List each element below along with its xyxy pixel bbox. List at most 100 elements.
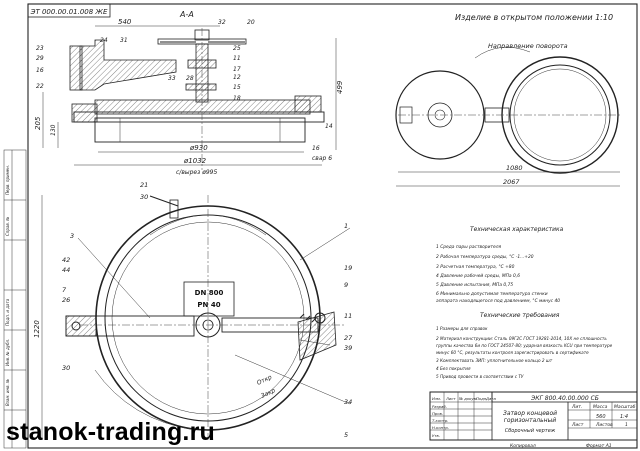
leader-44: 44	[62, 266, 70, 274]
mass-value: 560	[596, 414, 606, 420]
dim-995: с/вырез ø995	[176, 169, 217, 176]
section-label: А-А	[179, 10, 194, 19]
leader-30b: 30	[62, 364, 70, 372]
dim-16: 16	[312, 145, 320, 152]
col-doc: № докум.	[458, 396, 478, 401]
dim-svar: свар 6	[312, 155, 332, 162]
col-sheet: Лист	[445, 396, 456, 401]
open-view-title: Изделие в открытом положении 1:10	[455, 13, 613, 22]
scale-value: 1:4	[620, 414, 628, 420]
leader-42: 42	[62, 256, 70, 264]
leader-16: 16	[36, 67, 44, 74]
title-name-1: Затвор концевой	[503, 410, 557, 417]
leader-18: 18	[233, 95, 241, 102]
sheet-frame	[27, 3, 638, 449]
nameplate	[183, 281, 235, 317]
format-label: Формат А1	[586, 443, 612, 449]
tech-requirements: Технические требования 1 Размеры для спр…	[436, 312, 613, 379]
nameplate-dn: DN 800	[195, 289, 224, 297]
leader-9: 9	[344, 281, 348, 289]
leader-3: 3	[70, 232, 74, 240]
leader-14: 14	[325, 123, 333, 130]
leader-15: 15	[233, 84, 241, 91]
strip-label: Подп. и дата	[5, 298, 10, 326]
leader-32: 32	[218, 19, 226, 26]
tech-line: 2 Рабочая температура среды, °С -1...+20	[436, 254, 534, 260]
leader-23: 23	[36, 45, 44, 52]
leader-26: 26	[62, 296, 70, 304]
strip-label: Справ. №	[5, 217, 10, 236]
mark-close: Закр	[260, 387, 277, 400]
flange-body	[94, 117, 306, 143]
gear-teeth	[299, 313, 317, 323]
leader-29: 29	[36, 55, 44, 62]
req-line: группы качества 6и по ГОСТ 24507-80; уда…	[436, 343, 613, 348]
lit-header: Лит.	[571, 404, 582, 410]
leader-33: 33	[168, 75, 176, 82]
dim-1032: ø1032	[183, 157, 207, 165]
leader-27: 27	[344, 334, 353, 342]
copied-label: Копировал	[510, 443, 536, 449]
leader-7: 7	[62, 286, 67, 294]
dim-130: 130	[50, 124, 57, 136]
dim-1080: 1080	[506, 164, 523, 172]
doc-code-box	[27, 3, 111, 18]
leader-12: 12	[233, 74, 241, 81]
title-code: ЭКГ 800.40.00.000 СБ	[530, 395, 599, 402]
tech-specs: Техническая характеристика 1 Среда пары …	[436, 226, 564, 304]
mass-header: Масса	[593, 404, 608, 410]
req-line: 2 Материал конструкции: Сталь 09Г2С ГОСТ…	[436, 336, 607, 341]
role-approve: Утв.	[432, 433, 440, 438]
leader-21: 21	[140, 181, 148, 189]
mark-open: Откр	[256, 374, 273, 387]
req-line: минус 60 °С, результаты контроля зарегис…	[436, 350, 589, 355]
leader-19: 19	[344, 264, 352, 272]
req-line: 5 Привод провести в соответствии с ТУ	[436, 374, 524, 379]
dim-540: 540	[118, 18, 132, 26]
plan-view: DN 800 PN 40 Откр Закр 1220	[33, 181, 353, 440]
dim-205: 205	[34, 116, 42, 130]
col-sign: Подп.	[476, 396, 488, 401]
role-check: Пров.	[432, 411, 443, 416]
tech-line: 6 Минимально допустимая температура стен…	[436, 291, 548, 297]
tech-line: аппарата находящегося под давлением, °С …	[436, 298, 560, 304]
title-block: ЭКГ 800.40.00.000 СБ Лит. Масса Масштаб …	[429, 391, 638, 449]
leader-22: 22	[36, 83, 44, 90]
req-title: Технические требования	[480, 312, 560, 319]
leader-20: 20	[247, 19, 255, 26]
section-view: А-А 540 499 205 130	[34, 10, 344, 176]
leader-25: 25	[233, 45, 241, 52]
nameplate-pn: PN 40	[197, 301, 220, 309]
req-line: 3 Комплектовать ЗИП: уплотнительное коль…	[436, 358, 553, 363]
tech-line: 4 Давление рабочей среды, МПа 0,6	[436, 273, 520, 279]
leader-1: 1	[344, 222, 348, 230]
sector-gear	[297, 311, 337, 361]
strip-label: Взам. инв. №	[5, 379, 10, 406]
doc-code-top: ЭТ 000.00.01.008 ЖЕ	[30, 8, 108, 16]
scale-header: Масштаб	[614, 404, 636, 410]
tech-title: Техническая характеристика	[470, 226, 564, 233]
open-view: Изделие в открытом положении 1:10 Направ…	[395, 13, 620, 187]
dim-499: 499	[336, 80, 344, 94]
title-name-3: Сборочный чертеж	[505, 428, 556, 434]
role-ncontrol: Н.контр.	[432, 425, 449, 430]
req-line: 1 Размеры для справок	[436, 326, 488, 331]
tech-line: 5 Давление испытания, МПа 0,75	[436, 282, 513, 288]
leader-28: 28	[186, 75, 194, 82]
sheets-label: Листов	[595, 422, 613, 428]
role-tcontrol: Т.контр.	[432, 418, 448, 423]
leader-11: 11	[233, 55, 241, 62]
tech-line: 1 Среда пары растворителя	[436, 244, 502, 250]
strip-label: Инв. № дубл.	[5, 339, 10, 366]
watermark: stanok-trading.ru	[6, 418, 215, 446]
leader-17: 17	[233, 66, 241, 73]
dim-2067: 2067	[503, 178, 520, 186]
leader-30: 30	[140, 193, 148, 201]
leader-11b: 11	[344, 312, 352, 320]
col-change: Изм.	[432, 396, 441, 401]
leader-5: 5	[344, 431, 348, 439]
leader-39: 39	[344, 344, 352, 352]
sheets-count: 1	[625, 422, 628, 428]
top-handle	[169, 199, 179, 219]
